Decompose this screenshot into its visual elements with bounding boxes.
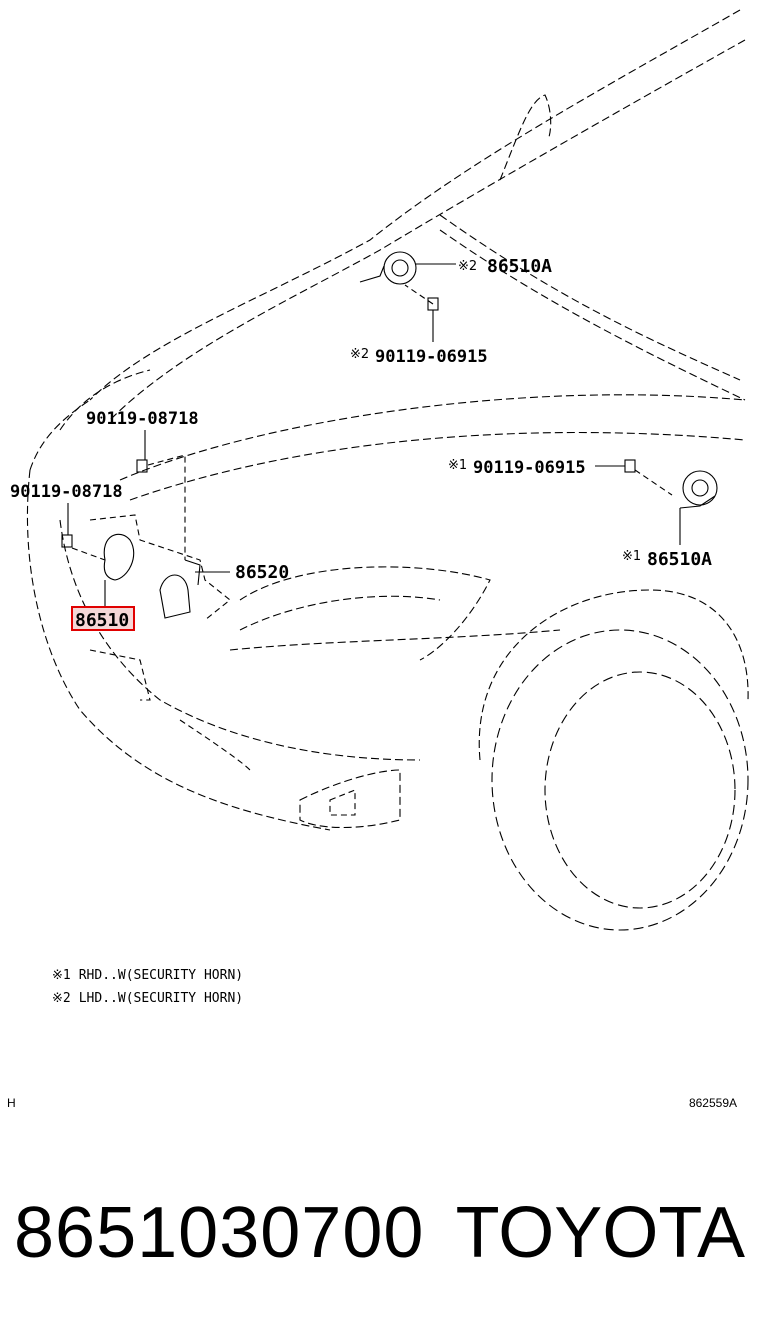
footnote-1-mark: ※1 [52,968,71,983]
brand-name: TOYOTA [455,1193,745,1273]
footnotes: ※1 RHD..W(SECURITY HORN) ※2 LHD..W(SECURIT… [52,964,251,1010]
bolt-lhd-part[interactable]: 90119-06915 [375,347,488,367]
parts-diagram: ※2 86510A ※2 90119-06915 90119-08718 901… [10,9,749,931]
horn-rhd-part[interactable]: 86510A [647,549,712,570]
part-number: 8651030700 [14,1193,425,1273]
bolt-rhd-part[interactable]: 90119-06915 [473,458,586,478]
footnote-2-mark: ※2 [52,991,71,1006]
footer-illustration-code: 862559A [688,1096,737,1110]
bolt-rhd-mark: ※1 [448,458,467,473]
footnote-2-text: LHD..W(SECURITY HORN) [78,991,244,1006]
highlight-box [71,606,135,631]
bolt-lhd-mark: ※2 [350,347,369,362]
horn-lhd-part[interactable]: 86510A [487,256,552,277]
footnote-2: ※2 LHD..W(SECURITY HORN) [52,987,251,1010]
horn-lhd-mark: ※2 [458,259,477,274]
footer-left-code: H [7,1096,16,1110]
car-outline [26,9,749,931]
footnote-1-text: RHD..W(SECURITY HORN) [78,968,244,983]
footnote-1: ※1 RHD..W(SECURITY HORN) [52,964,251,987]
bracket-part[interactable]: 86520 [235,562,289,583]
horn-main-part[interactable]: 86510 [75,610,129,631]
horn-rhd-mark: ※1 [622,549,641,564]
bolt-top-part[interactable]: 90119-08718 [86,409,199,429]
bolt-left-part[interactable]: 90119-08718 [10,482,123,502]
